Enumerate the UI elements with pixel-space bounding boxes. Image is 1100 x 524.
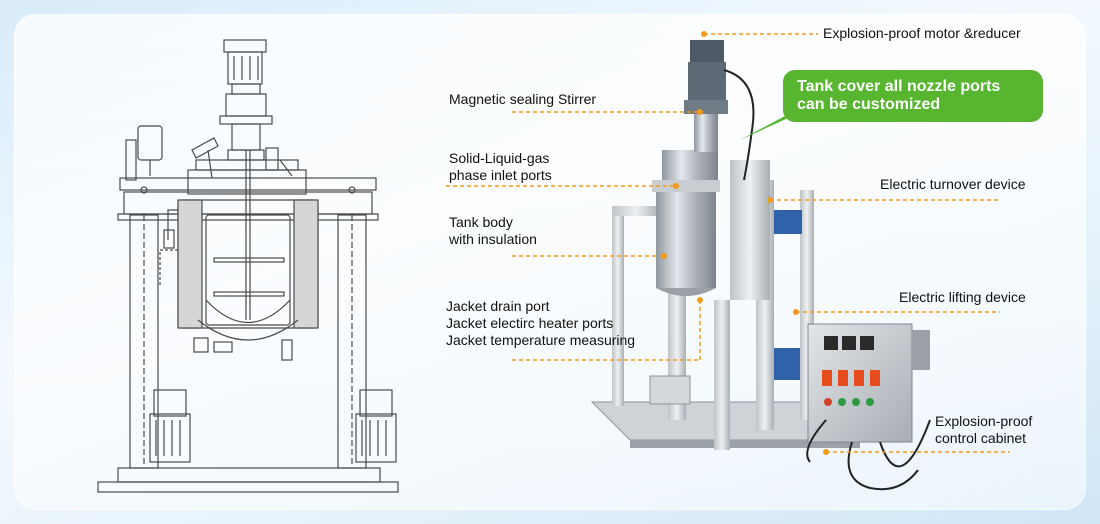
label-cabinet: Explosion-proof control cabinet — [935, 413, 1032, 447]
label-lifting: Electric lifting device — [899, 289, 1026, 306]
label-tank-body-line-1: Tank body — [449, 214, 513, 230]
label-stirrer: Magnetic sealing Stirrer — [449, 91, 596, 108]
label-inlet-ports: Solid-Liquid-gas phase inlet ports — [449, 150, 552, 184]
label-jacket: Jacket drain port Jacket electirc heater… — [446, 298, 635, 349]
label-tank-body: Tank body with insulation — [449, 214, 537, 248]
label-cabinet-line-2: control cabinet — [935, 430, 1027, 446]
callout-line-1: Tank cover all nozzle ports — [797, 78, 1001, 95]
label-jacket-line-1: Jacket drain port — [446, 298, 550, 314]
label-lifting-line-1: Electric lifting device — [899, 289, 1026, 305]
label-turnover: Electric turnover device — [880, 176, 1026, 193]
label-jacket-line-3: Jacket temperature measuring — [446, 332, 636, 348]
customization-callout: Tank cover all nozzle ports can be custo… — [783, 70, 1043, 122]
label-motor-line-1: Explosion-proof motor &reducer — [823, 25, 1021, 41]
label-motor: Explosion-proof motor &reducer — [823, 25, 1021, 42]
label-stirrer-line-1: Magnetic sealing Stirrer — [449, 91, 597, 107]
label-inlet-line-1: Solid-Liquid-gas — [449, 150, 550, 166]
label-tank-body-line-2: with insulation — [449, 231, 537, 247]
label-inlet-line-2: phase inlet ports — [449, 167, 552, 183]
label-jacket-line-2: Jacket electirc heater ports — [446, 315, 614, 331]
label-turnover-line-1: Electric turnover device — [880, 176, 1026, 192]
callout-line-2: can be customized — [797, 96, 941, 113]
label-cabinet-line-1: Explosion-proof — [935, 413, 1033, 429]
